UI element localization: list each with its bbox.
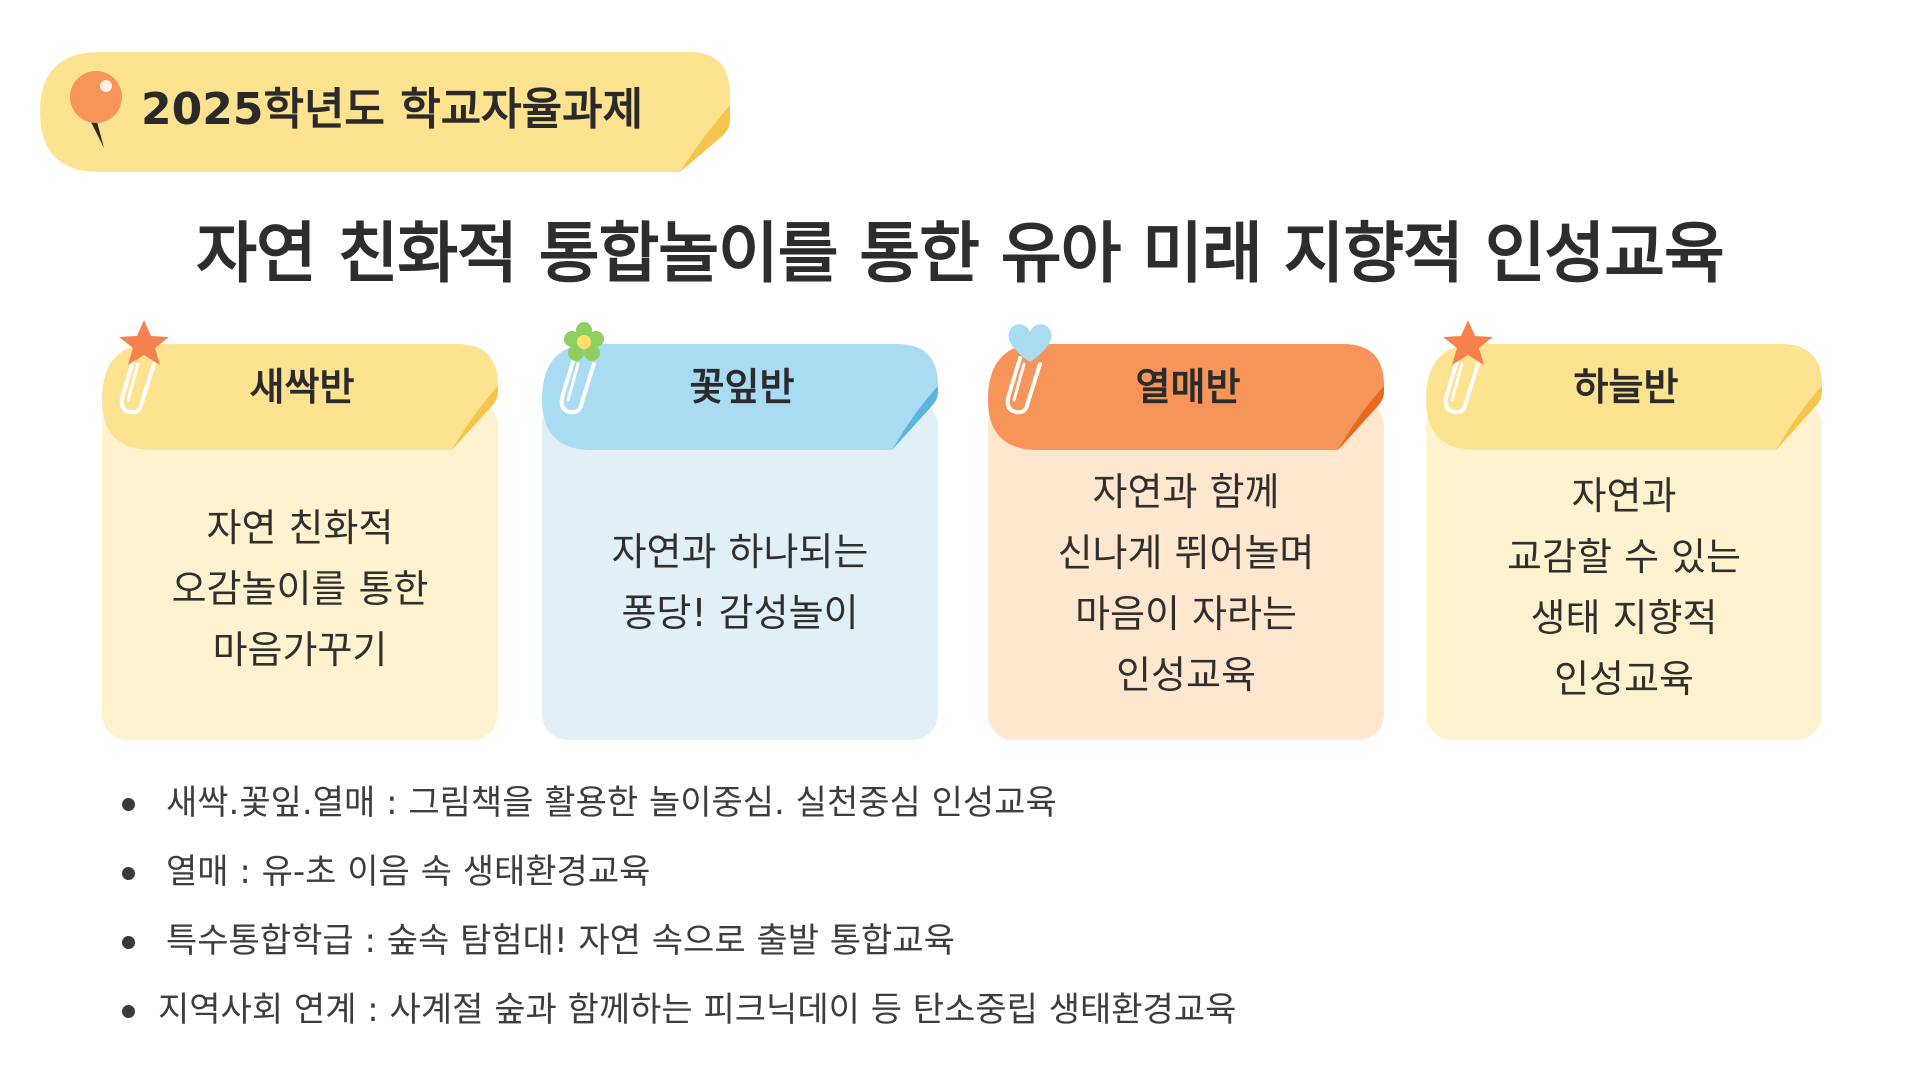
card-body xyxy=(1426,400,1822,740)
star-icon xyxy=(1443,320,1493,365)
card-description: 자연과 하나되는 퐁당! 감성놀이 xyxy=(611,530,869,635)
list-item: 새싹.꽃잎.열매 : 그림책을 활용한 놀이중심. 실천중심 인성교육 xyxy=(120,778,1620,847)
card-body xyxy=(988,400,1384,740)
list-item: 열매 : 유-초 이음 속 생태환경교육 xyxy=(120,847,1620,916)
card-title: 열매반 xyxy=(1135,365,1241,409)
card-title: 새싹반 xyxy=(249,365,355,409)
header-label: 2025학년도 학교자율과제 xyxy=(141,84,644,135)
card-title: 하늘반 xyxy=(1573,365,1679,409)
banner-background xyxy=(40,52,730,172)
card-body xyxy=(542,400,938,740)
header-banner: 2025학년도 학교자율과제 xyxy=(40,50,730,174)
note-text: 열매 : 유-초 이음 속 생태환경교육 xyxy=(166,852,651,892)
class-card-haneul: 하늘반 자연과 교감할 수 있는 생태 지향적 인성교육 xyxy=(1426,320,1826,740)
bullet-icon xyxy=(122,1005,135,1018)
heart-paperclip xyxy=(1005,324,1052,415)
notes-list: 새싹.꽃잎.열매 : 그림책을 활용한 놀이중심. 실천중심 인성교육 열매 :… xyxy=(120,778,1620,1054)
note-text: 새싹.꽃잎.열매 : 그림책을 활용한 놀이중심. 실천중심 인성교육 xyxy=(166,783,1057,823)
star-icon xyxy=(119,320,169,365)
bullet-icon xyxy=(122,867,135,880)
bullet-icon xyxy=(122,798,135,811)
card-body xyxy=(102,400,498,740)
note-text: 특수통합학급 : 숲속 탐험대! 자연 속으로 출발 통합교육 xyxy=(166,921,955,961)
pushpin-icon xyxy=(70,71,122,148)
star-paperclip xyxy=(1443,320,1493,415)
class-card-kkotip: 꽃잎반 자연과 하나되는 퐁당! 감성놀이 xyxy=(542,322,942,740)
class-card-saessak: 새싹반 자연 친화적 오감놀이를 통한 마음가꾸기 xyxy=(102,320,502,740)
card-description: 자연과 교감할 수 있는 생태 지향적 인성교육 xyxy=(1507,474,1741,701)
card-title: 꽃잎반 xyxy=(689,365,795,409)
page-title: 자연 친화적 통합놀이를 통한 유아 미래 지향적 인성교육 xyxy=(196,215,1724,292)
card-header-ribbon xyxy=(542,344,938,450)
heart-icon xyxy=(1008,324,1052,362)
flower-paperclip xyxy=(559,322,604,415)
list-item: 특수통합학급 : 숲속 탐험대! 자연 속으로 출발 통합교육 xyxy=(120,916,1620,985)
card-header-ribbon xyxy=(988,344,1384,450)
card-description: 자연 친화적 오감놀이를 통한 마음가꾸기 xyxy=(171,506,429,672)
flower-icon xyxy=(564,322,604,361)
note-text: 지역사회 연계 : 사계절 숲과 함께하는 피크닉데이 등 탄소중립 생태환경교… xyxy=(158,990,1237,1030)
star-paperclip xyxy=(119,320,169,415)
card-header-ribbon xyxy=(1426,344,1822,450)
bullet-icon xyxy=(122,936,135,949)
list-item: 지역사회 연계 : 사계절 숲과 함께하는 피크닉데이 등 탄소중립 생태환경교… xyxy=(120,985,1620,1054)
card-header-ribbon xyxy=(102,344,498,450)
class-card-yeolmae: 열매반 자연과 함께 신나게 뛰어놀며 마음이 자라는 인성교육 xyxy=(988,324,1388,740)
card-description: 자연과 함께 신나게 뛰어놀며 마음이 자라는 인성교육 xyxy=(1057,470,1315,697)
